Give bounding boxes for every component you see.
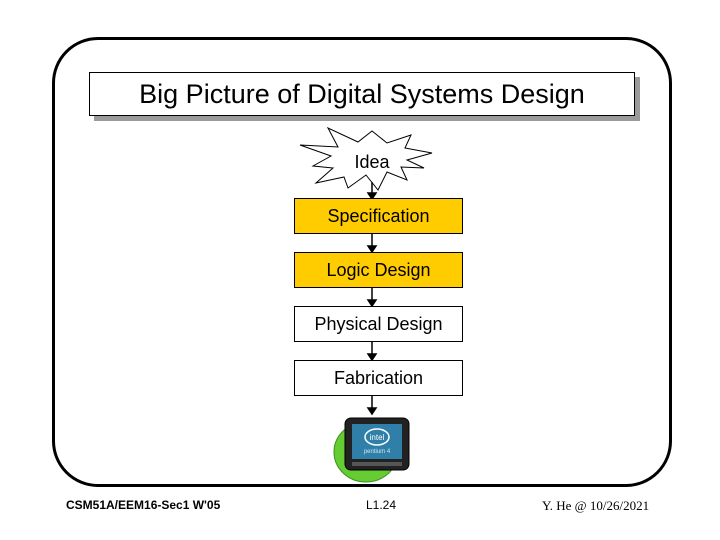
footer-page-number: L1.24 bbox=[366, 498, 396, 512]
logic-design-box: Logic Design bbox=[294, 252, 463, 288]
footer-course: CSM51A/EEM16-Sec1 W'05 bbox=[66, 498, 220, 512]
fabrication-label: Fabrication bbox=[334, 368, 423, 389]
intel-pentium-chip-icon: intel pentium 4 bbox=[334, 418, 409, 482]
arrowhead-fab-product bbox=[368, 408, 376, 414]
logic-design-label: Logic Design bbox=[326, 260, 430, 281]
fabrication-box: Fabrication bbox=[294, 360, 463, 396]
footer-author-date: Y. He @ 10/26/2021 bbox=[542, 498, 649, 514]
pentium-text: pentium 4 bbox=[364, 449, 391, 455]
physical-design-box: Physical Design bbox=[294, 306, 463, 342]
physical-design-label: Physical Design bbox=[314, 314, 442, 335]
specification-box: Specification bbox=[294, 198, 463, 234]
specification-label: Specification bbox=[327, 206, 429, 227]
intel-logo-text: intel bbox=[370, 433, 385, 442]
idea-label: Idea bbox=[354, 152, 390, 172]
